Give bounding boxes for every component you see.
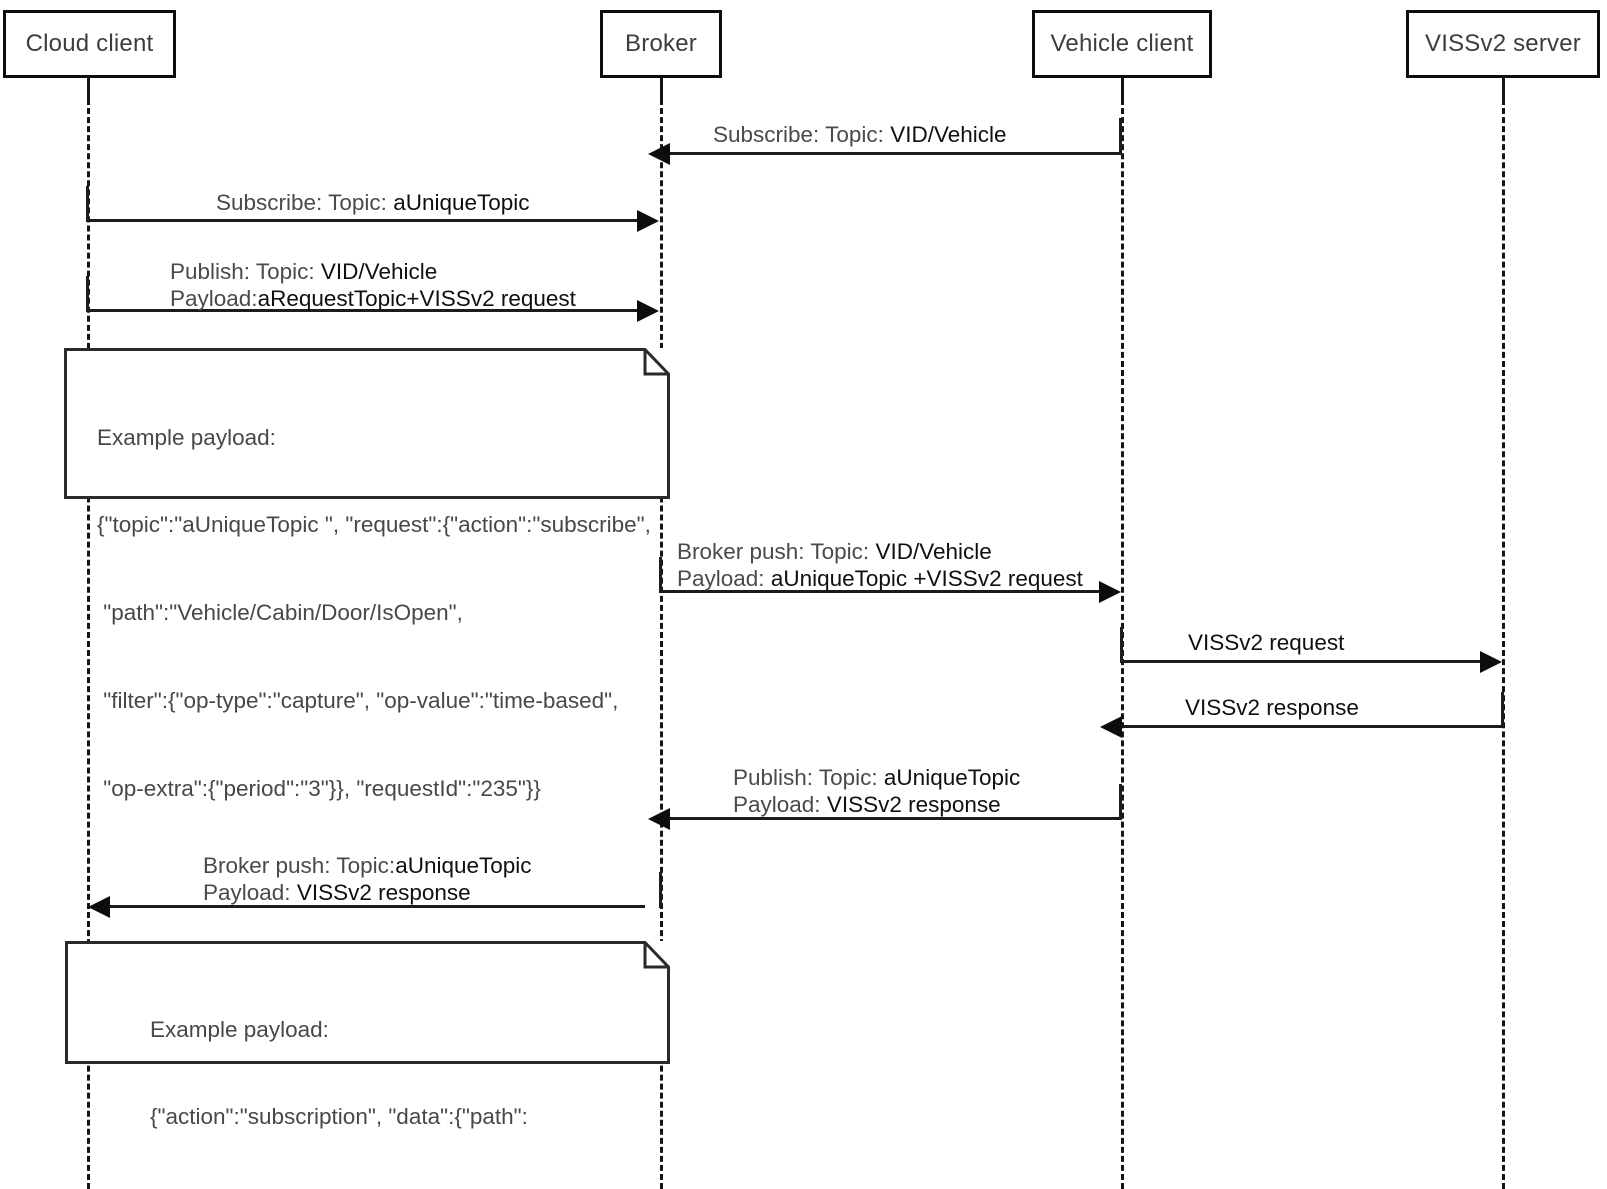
message-label: Broker push: Topic: VID/Vehicle Payload:… <box>677 539 1083 592</box>
message-label: Publish: Topic: aUniqueTopic Payload: VI… <box>733 765 1020 818</box>
message-label-line1-value: aUniqueTopic <box>883 765 1021 790</box>
participant-broker[interactable]: Broker <box>600 10 722 78</box>
message-line <box>663 152 1122 155</box>
message-label-line2-value: VISSv2 response <box>826 791 1001 817</box>
message-line <box>103 905 645 908</box>
message-line <box>88 219 645 222</box>
message-label-line1-prefix: Publish: Topic: <box>170 259 321 284</box>
message-label-line2-prefix: Payload: <box>170 285 258 311</box>
message-source-stub <box>1119 784 1122 820</box>
note-line: {"topic":"aUniqueTopic ", "request":{"ac… <box>97 512 651 538</box>
message-label-line2-value: aRequestTopic+VISSv2 request <box>257 285 576 311</box>
message-label-line1-value: aUniqueTopic <box>393 190 530 215</box>
lifeline-stub-vehicle-client <box>1121 77 1124 101</box>
message-label-line2-prefix: Payload: <box>203 879 297 905</box>
message-line <box>661 590 1107 593</box>
lifeline-stub-broker <box>660 77 663 101</box>
arrowhead-right <box>637 300 659 322</box>
message-label-line1-value: VID/Vehicle <box>320 259 438 284</box>
note-shape <box>65 941 670 1064</box>
message-label: VISSv2 request <box>1188 630 1344 657</box>
message-label-line2-value: VISSv2 response <box>296 879 471 905</box>
note-title: Example payload: <box>150 1016 329 1042</box>
participant-vissv2-server[interactable]: VISSv2 server <box>1406 10 1600 78</box>
participant-label-broker: Broker <box>625 30 697 57</box>
participant-cloud-client[interactable]: Cloud client <box>3 10 176 78</box>
note-request-payload: Example payload: {"topic":"aUniqueTopic … <box>64 348 670 801</box>
message-label-line1-value: VID/Vehicle <box>890 122 1007 147</box>
message-label: Subscribe: Topic: aUniqueTopic <box>216 190 530 217</box>
lifeline-vissv2-server <box>1502 99 1505 1189</box>
message-label-line1-value: aUniqueTopic <box>395 853 532 878</box>
message-line <box>663 817 1122 820</box>
note-line: "op-extra":{"period":"3"}}, "requestId":… <box>97 775 541 801</box>
message-label-line1-prefix: Broker push: Topic: <box>203 853 396 878</box>
message-line <box>1124 725 1504 728</box>
message-line <box>88 309 645 312</box>
message-label-line1-prefix: Subscribe: Topic: <box>713 122 891 147</box>
message-label-line1-value: VID/Vehicle <box>875 539 992 564</box>
arrowhead-left <box>648 143 670 165</box>
message-label-line2-prefix: Payload: <box>677 565 771 591</box>
message-line <box>1122 660 1488 663</box>
note-response-payload: Example payload: {"action":"subscription… <box>65 941 670 1129</box>
arrowhead-left <box>88 896 110 918</box>
note-shape <box>64 348 670 499</box>
arrowhead-right <box>1480 651 1502 673</box>
note-line: "filter":{"op-type":"capture", "op-value… <box>97 687 619 713</box>
lifeline-cloud-client <box>87 99 90 1189</box>
message-source-stub <box>1119 118 1122 155</box>
message-label-line1-prefix: Subscribe: Topic: <box>216 190 394 215</box>
message-source-stub <box>1501 692 1504 728</box>
arrowhead-left <box>1100 716 1122 738</box>
message-source-stub <box>86 276 89 312</box>
message-label-line1-value: VISSv2 response <box>1185 695 1359 720</box>
arrowhead-left <box>648 808 670 830</box>
message-label: Publish: Topic: VID/Vehicle Payload:aReq… <box>170 259 576 312</box>
arrowhead-right <box>1099 581 1121 603</box>
arrowhead-right <box>637 210 659 232</box>
lifeline-stub-cloud-client <box>87 77 90 101</box>
message-label: Broker push: Topic:aUniqueTopic Payload:… <box>203 853 532 906</box>
note-body: Example payload: {"action":"subscription… <box>150 956 600 1189</box>
participant-label-cloud-client: Cloud client <box>25 30 154 57</box>
participant-vehicle-client[interactable]: Vehicle client <box>1032 10 1212 78</box>
participant-label-vissv2-server: VISSv2 server <box>1425 30 1581 57</box>
message-label-line2-prefix: Payload: <box>733 791 827 817</box>
lifeline-stub-vissv2-server <box>1502 77 1505 101</box>
message-label-line1-prefix: Broker push: Topic: <box>677 539 876 564</box>
message-source-stub <box>1120 627 1123 663</box>
note-body: Example payload: {"topic":"aUniqueTopic … <box>97 364 651 861</box>
message-label-line1-value: VISSv2 request <box>1188 630 1345 655</box>
message-source-stub <box>86 186 89 222</box>
participant-label-vehicle-client: Vehicle client <box>1050 30 1194 57</box>
note-line: {"action":"subscription", "data":{"path"… <box>150 1104 528 1130</box>
message-source-stub <box>659 557 662 593</box>
note-title: Example payload: <box>97 424 276 450</box>
message-label-line1-prefix: Publish: Topic: <box>733 765 884 790</box>
message-label: VISSv2 response <box>1185 695 1359 722</box>
message-label-line2-value: aUniqueTopic +VISSv2 request <box>770 565 1083 591</box>
message-label: Subscribe: Topic: VID/Vehicle <box>713 122 1007 149</box>
note-line: "path":"Vehicle/Cabin/Door/IsOpen", <box>97 600 463 625</box>
lifeline-broker <box>660 99 663 1189</box>
message-source-stub <box>659 872 662 908</box>
